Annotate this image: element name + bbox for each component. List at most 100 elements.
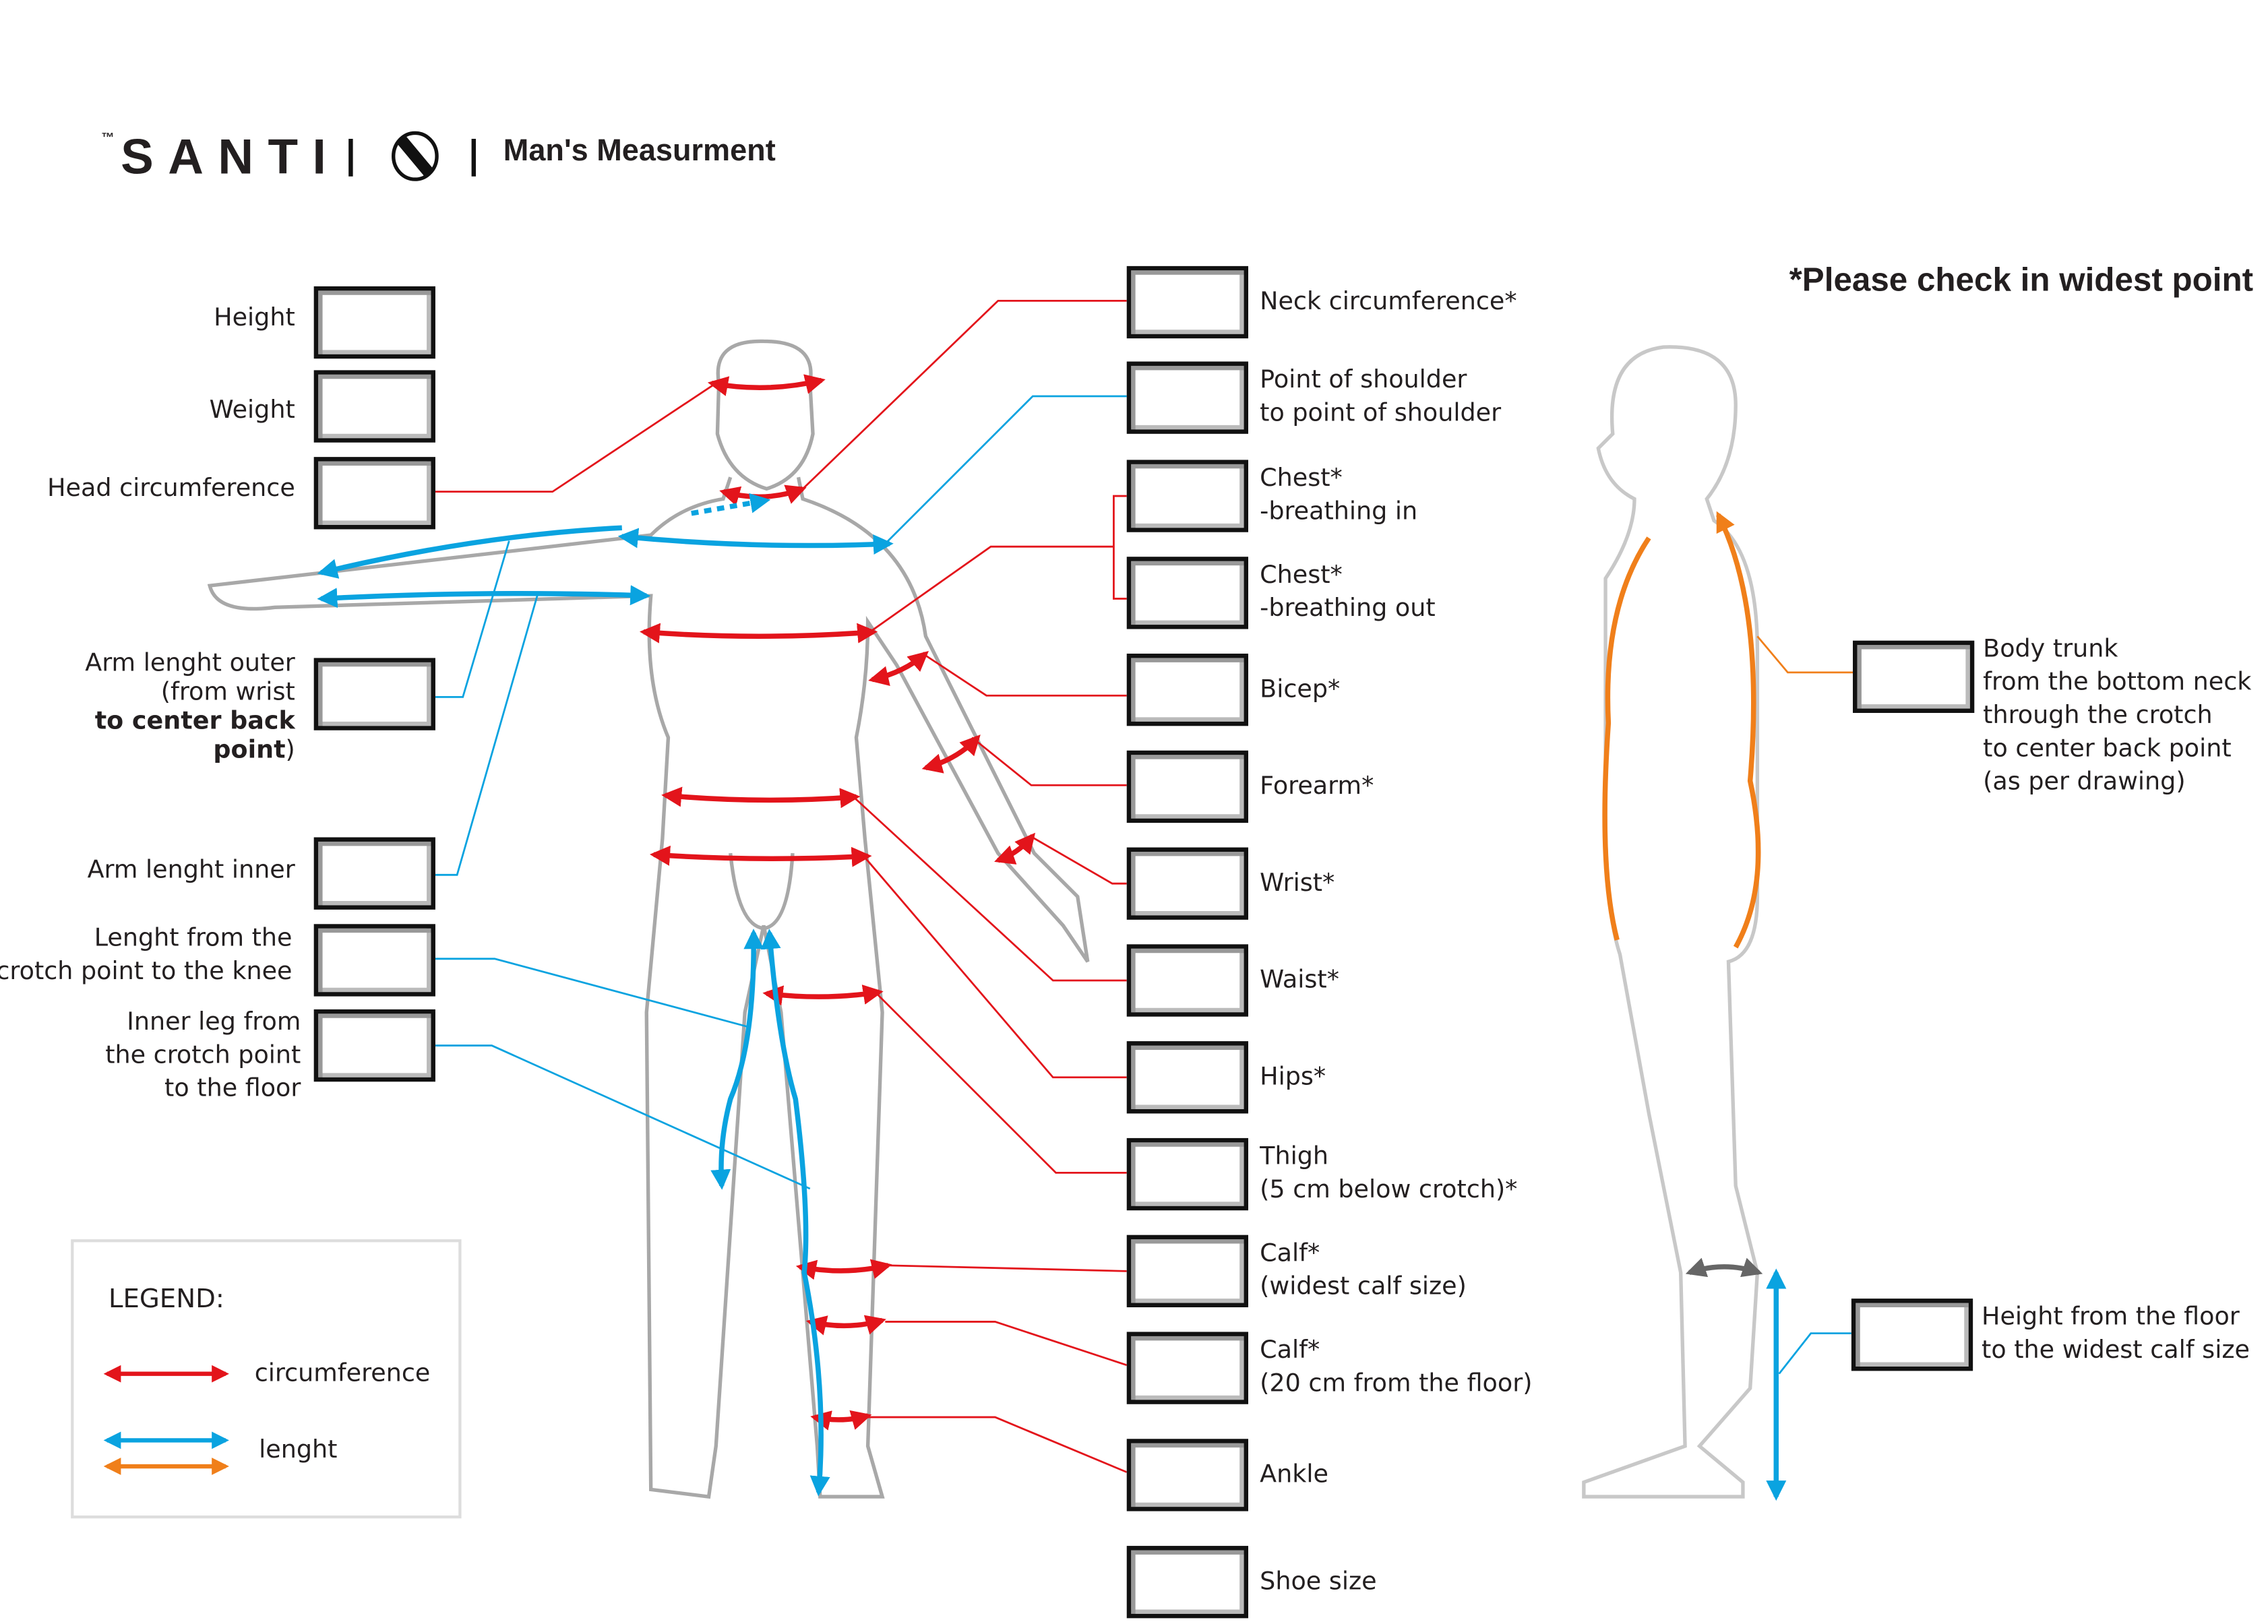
body-trunk-arrow [1602,515,1761,949]
label-line: (5 cm below crotch)* [1260,1175,1518,1205]
label-height-floor-calf: Height from the floor to the widest calf … [1982,1301,2250,1368]
height-floor-calf-input[interactable] [1851,1299,1973,1371]
brand-name: SANTI [121,130,341,185]
neck-input[interactable] [1126,266,1248,339]
label-wrist: Wrist* [1260,867,1335,900]
label-line: -breathing out [1260,594,1436,623]
calf-20cm-input[interactable] [1126,1332,1248,1404]
trademark: ™ [101,130,115,145]
label-chest-in: Chest* -breathing in [1260,463,1417,530]
label-weight: Weight [209,396,295,425]
widest-point-note: *Please check in widest point [1789,260,2254,299]
label-line: to center back [94,707,295,737]
page-title: Man's Measurment [503,134,776,168]
ankle-input[interactable] [1126,1439,1248,1511]
label-line: -breathing in [1260,497,1418,527]
label-line: crotch point to the knee [0,957,293,987]
legend-length: lenght [259,1435,338,1465]
label-arm-inner: Arm lenght inner [87,856,295,885]
calf-widest-input[interactable] [1126,1235,1248,1307]
label-line: Chest* [1260,464,1343,493]
waist-input[interactable] [1126,944,1248,1017]
height-input[interactable] [313,286,435,359]
label-line: Chest* [1260,561,1343,590]
label-line: Thigh [1260,1142,1329,1172]
label-line: Shoe size [1260,1567,1377,1596]
head-circumference-input[interactable] [313,457,435,530]
label-chest-out: Chest* -breathing out [1260,560,1436,627]
label-ankle: Ankle [1260,1458,1328,1491]
inner-leg-input[interactable] [313,1009,435,1082]
label-crotch-knee: Lenght from the crotch point to the knee [0,923,292,989]
label-line: Forearm* [1260,771,1374,801]
label-height: Height [214,303,295,333]
length-arrows [317,493,1787,1501]
chest-in-input[interactable] [1126,460,1248,532]
label-line: to center back point [1983,735,2232,764]
santi-seal-icon [392,131,439,181]
label-hips: Hips* [1260,1061,1326,1094]
label-line: Point of shoulder [1260,365,1467,395]
weight-input[interactable] [313,370,435,443]
label-neck: Neck circumference* [1260,286,1516,319]
divider [348,139,353,177]
circumference-arrows [639,374,1036,1431]
legend-box [71,1239,462,1519]
legend-circumference: circumference [254,1359,431,1389]
label-line: Calf* [1260,1239,1320,1269]
shoulder-input[interactable] [1126,361,1248,434]
label-arm-outer: Arm lenght outer (from wrist to center b… [85,650,295,766]
label-line: (20 cm from the floor) [1260,1369,1533,1399]
leader-lines [435,299,1853,1473]
crotch-knee-input[interactable] [313,924,435,997]
label-line: from the bottom neck [1983,668,2252,697]
arm-inner-input[interactable] [313,837,435,910]
chest-out-input[interactable] [1126,557,1248,629]
label-line: Bicep* [1260,675,1341,704]
label-line: to the floor [164,1074,301,1104]
label-line: Waist* [1260,965,1339,995]
brand-logo: ™ SANTI [101,130,340,187]
body-trunk-input[interactable] [1853,640,1975,713]
side-body-figure [1582,345,1760,1499]
label-line: (widest calf size) [1260,1272,1467,1302]
label-body-trunk: Body trunk from the bottom neck through th… [1983,633,2251,800]
label-line: Wrist* [1260,868,1335,898]
label-line: (from wrist [160,678,295,708]
label-line: the crotch point [105,1041,301,1071]
label-line: Calf* [1260,1336,1320,1365]
label-waist: Waist* [1260,964,1339,997]
label-line: point [213,736,286,766]
label-thigh: Thigh(5 cm below crotch)* [1260,1141,1517,1208]
label-head: Head circumference [47,474,295,503]
label-line: Lenght from the [94,924,293,954]
wrist-input[interactable] [1126,847,1248,920]
label-line: through the crotch [1983,701,2213,730]
bicep-input[interactable] [1126,653,1248,726]
legend-title: LEGEND: [108,1284,224,1315]
label-line: (as per drawing) [1983,768,2186,797]
label-line: to the widest calf size [1982,1336,2250,1365]
label-bicep: Bicep* [1260,673,1340,706]
label-line: Inner leg from [127,1007,301,1037]
label-line: Neck circumference* [1260,286,1517,316]
label-line: Arm lenght outer [85,649,295,679]
shoe-size-input[interactable] [1126,1546,1248,1619]
calf-side-arrow [1685,1257,1763,1278]
label-line: Height from the floor [1982,1303,2240,1332]
thigh-input[interactable] [1126,1137,1248,1211]
label-forearm: Forearm* [1260,770,1374,803]
label-calf-widest: Calf*(widest calf size) [1260,1238,1467,1305]
forearm-input[interactable] [1126,750,1248,823]
label-line: Hips* [1260,1062,1326,1092]
hips-input[interactable] [1126,1041,1248,1114]
divider [471,139,477,177]
label-line: ) [285,736,295,766]
label-shoe-size: Shoe size [1260,1565,1376,1598]
arm-outer-input[interactable] [313,658,435,730]
label-line: Body trunk [1983,635,2118,664]
label-calf-20cm: Calf* (20 cm from the floor) [1260,1335,1532,1402]
